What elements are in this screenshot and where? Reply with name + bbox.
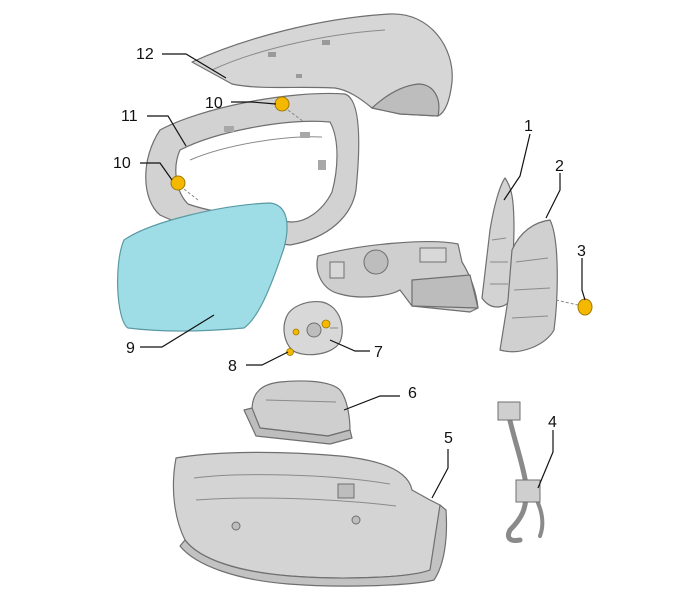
callout-labels: 12 10 11 10 1 2 3 9 8 7 6 5 4	[113, 46, 586, 447]
callout-10-lower: 10	[113, 155, 131, 172]
part-2-seal-plate	[499, 219, 558, 353]
part-8-small-clip	[286, 348, 294, 356]
callout-8: 8	[228, 358, 237, 375]
part-1-mounting-plate	[481, 177, 515, 308]
part-6-lower-cover	[243, 380, 353, 445]
frame-tab	[300, 132, 310, 138]
callout-7: 7	[374, 344, 383, 361]
callout-3: 3	[577, 243, 586, 260]
callout-1: 1	[524, 118, 533, 135]
part-5-lower-housing	[172, 451, 448, 587]
part-7-actuator	[283, 301, 343, 356]
part-11-mirror-frame	[145, 92, 360, 246]
callout-12: 12	[136, 46, 154, 63]
mirror-bracket-assembly	[316, 241, 479, 313]
callout-10-upper: 10	[205, 95, 223, 112]
part-9-mirror-glass	[117, 202, 288, 332]
cover-clip-slot	[268, 52, 276, 57]
cover-clip-slot	[322, 40, 330, 45]
frame-tab	[318, 160, 326, 170]
callout-11: 11	[121, 108, 138, 125]
leader-lines	[140, 53, 586, 499]
part-3-screw	[555, 298, 593, 316]
housing-connector	[337, 483, 355, 499]
callout-6: 6	[408, 385, 417, 402]
cover-clip-slot	[296, 74, 302, 78]
callout-2: 2	[555, 158, 564, 175]
callout-4: 4	[548, 414, 557, 431]
part-10-clip-lower	[170, 175, 199, 201]
frame-tab	[224, 126, 234, 132]
part-4-wiring-harness	[497, 401, 545, 543]
callout-9: 9	[126, 340, 135, 357]
callout-5: 5	[444, 430, 453, 447]
part-12-mirror-cover	[191, 13, 453, 117]
